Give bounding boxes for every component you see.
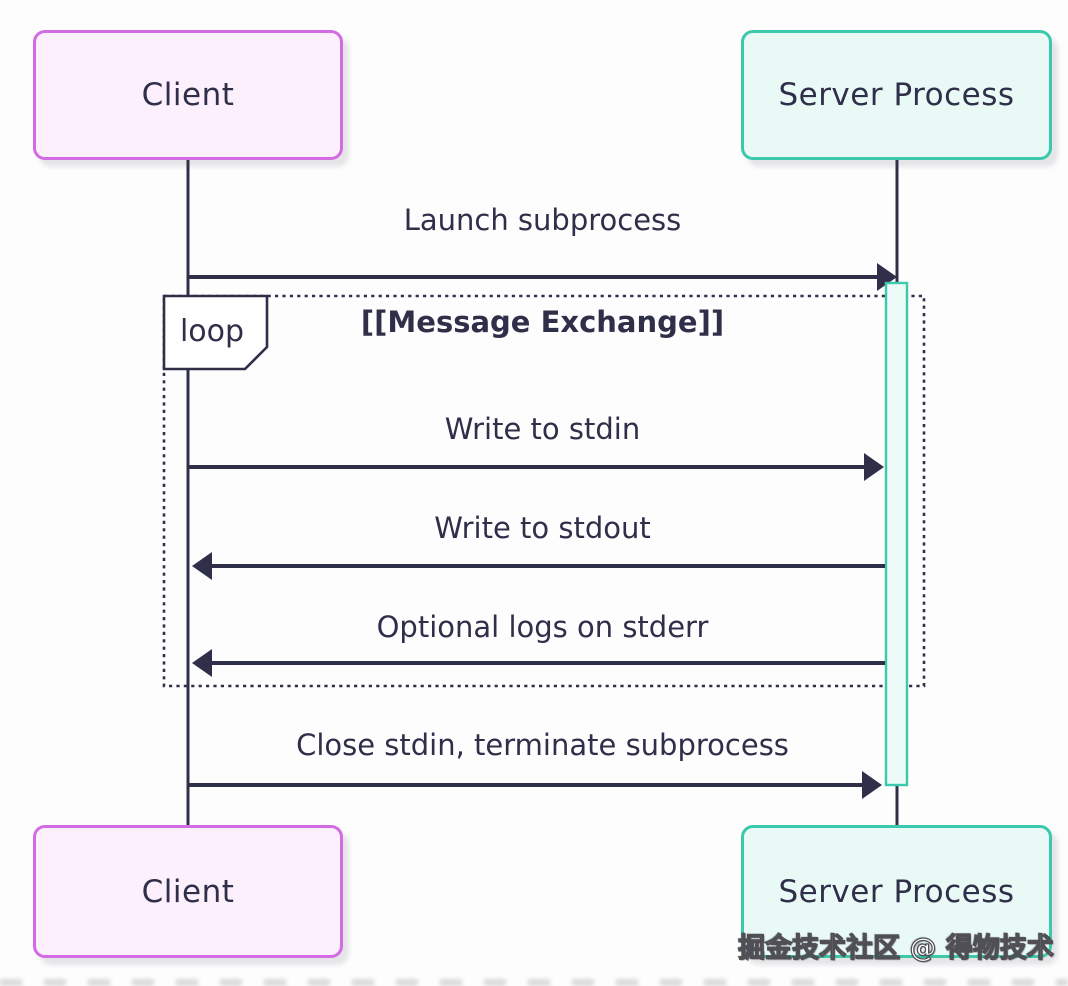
loop-title: [[Message Exchange]] <box>360 305 725 339</box>
message-label-stdout: Write to stdout <box>434 511 651 545</box>
actor-server-bottom-label: Server Process <box>778 873 1015 910</box>
message-label-stdin: Write to stdin <box>444 412 641 446</box>
actor-client-bottom: Client <box>33 825 343 958</box>
activation-bar <box>884 281 909 787</box>
watermark-text: 掘金技术社区 @ 得物技术 <box>737 932 1054 964</box>
message-label-launch: Launch subprocess <box>403 203 682 237</box>
arrowhead-right-icon <box>862 771 882 799</box>
actor-client-bottom-label: Client <box>141 873 235 910</box>
loop-frame <box>162 294 926 688</box>
loop-label-shape <box>162 294 269 371</box>
arrowhead-left-icon <box>192 649 212 677</box>
message-label-close: Close stdin, terminate subprocess <box>296 728 789 762</box>
actor-server-top: Server Process <box>741 30 1052 160</box>
arrowhead-right-icon <box>877 263 897 291</box>
actor-server-bottom: Server Process <box>741 825 1052 958</box>
actor-client-top: Client <box>33 30 343 160</box>
actor-server-top-label: Server Process <box>778 77 1015 113</box>
actor-client-top-label: Client <box>141 77 235 113</box>
loop-keyword: loop <box>179 313 245 349</box>
arrowhead-left-icon <box>192 552 212 580</box>
arrowhead-right-icon <box>864 453 884 481</box>
message-label-stderr: Optional logs on stderr <box>376 610 709 644</box>
bottom-edge-artifact <box>0 979 1068 986</box>
